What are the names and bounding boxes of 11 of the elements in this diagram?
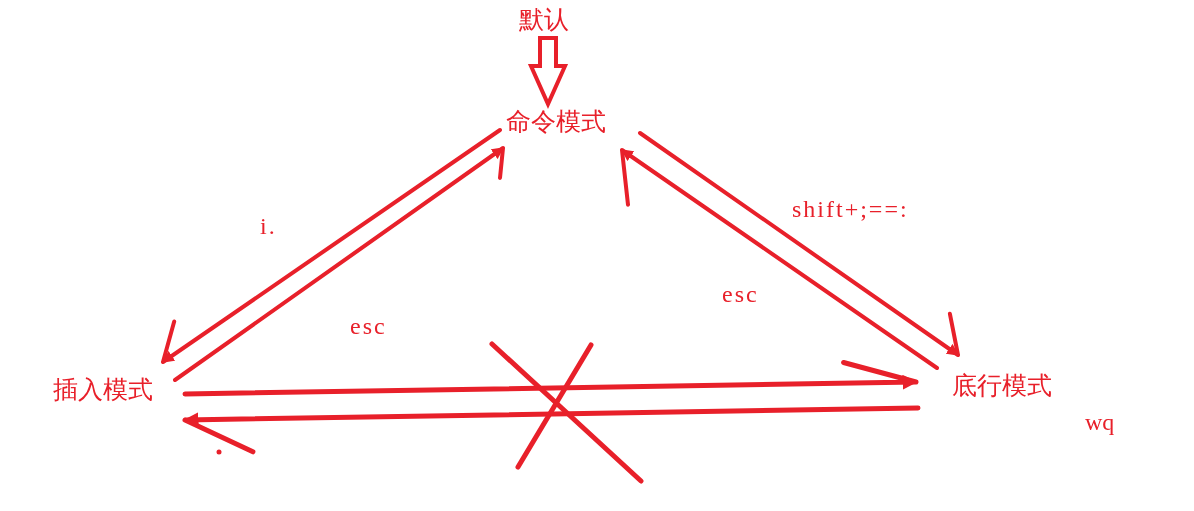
mode-label: 默认	[515, 4, 583, 38]
arrow	[173, 146, 505, 382]
mode-label: 命令模式	[500, 104, 630, 149]
mode-label: 底行模式	[916, 355, 1078, 405]
arrow	[161, 128, 502, 364]
arrow	[527, 36, 569, 109]
mode-label: 插入模式	[53, 362, 185, 420]
arrow	[620, 148, 939, 370]
arrow	[638, 131, 960, 357]
arrow	[182, 405, 921, 455]
arrow	[182, 360, 919, 397]
